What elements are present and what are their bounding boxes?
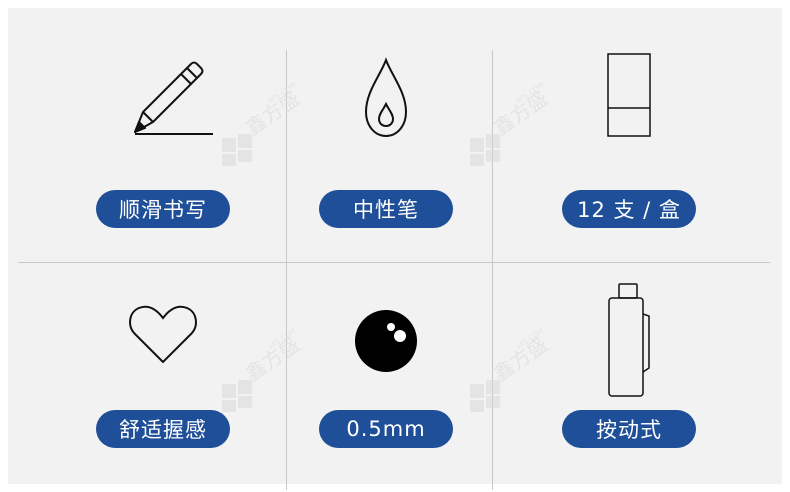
box-icon [607, 53, 651, 137]
divider-horizontal [18, 262, 770, 263]
watermark-logo-2: 鑫方盛 XFS.COM [470, 81, 552, 166]
feature-retractable: 按动式 [509, 276, 749, 476]
feature-label-pill: 舒适握感 [96, 410, 230, 448]
feature-box-count: 12 支 / 盒 [509, 50, 749, 250]
feature-label-pill: 12 支 / 盒 [562, 190, 696, 228]
watermark-logo-1: 鑫方盛 XFS.COM [222, 81, 304, 166]
feature-comfort-grip: 舒适握感 [43, 276, 283, 476]
feature-smooth-writing: 顺滑书写 [43, 50, 283, 250]
pen-body-icon [608, 283, 650, 397]
feature-gel-pen: 中性笔 [266, 50, 506, 250]
feature-grid: 鑫方盛 XFS.COM 鑫方盛 XFS.COM 鑫方盛 XFS.COM 鑫方盛 … [8, 8, 782, 490]
heart-icon [129, 305, 197, 364]
feature-label-pill: 按动式 [562, 410, 696, 448]
feature-tip-size: 0.5mm [266, 276, 506, 476]
divider-vertical-2 [492, 50, 493, 490]
watermark-logo-4: 鑫方盛 XFS.COM [470, 327, 552, 412]
feature-label-pill: 0.5mm [319, 410, 453, 448]
ink-drop-icon [364, 57, 408, 138]
watermark-logo-3: 鑫方盛 XFS.COM [222, 327, 304, 412]
divider-vertical-1 [286, 50, 287, 490]
feature-label-pill: 中性笔 [319, 190, 453, 228]
feature-label-pill: 顺滑书写 [96, 190, 230, 228]
pen-ball-icon [355, 310, 417, 372]
pencil-icon [134, 61, 213, 135]
